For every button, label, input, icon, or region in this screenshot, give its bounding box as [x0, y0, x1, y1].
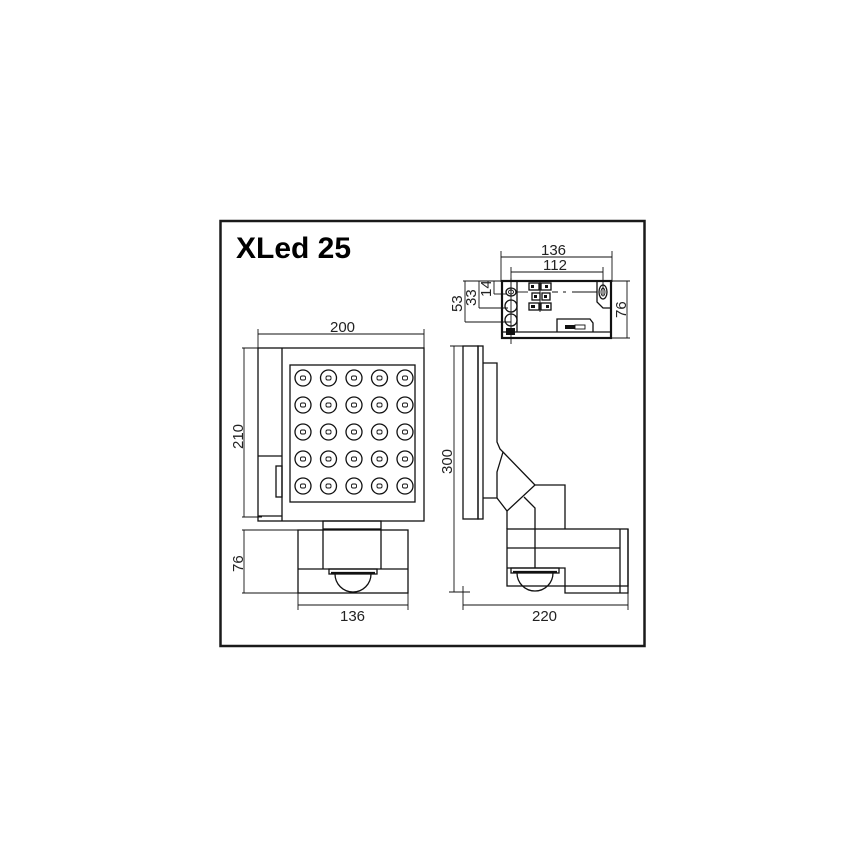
led-lens: [396, 369, 414, 387]
side-depth-label: 220: [532, 608, 557, 625]
bottom-height-label: 76: [230, 555, 247, 572]
product-title: XLed 25: [236, 232, 351, 265]
hole-spacing-label: 112: [543, 257, 567, 274]
led-lens: [396, 423, 414, 441]
led-lens: [370, 423, 389, 441]
dim-53-label: 53: [449, 295, 466, 312]
wall-plate-width-label: 136: [541, 242, 566, 259]
wall-plate-view: 136 112: [449, 242, 630, 344]
led-lens: [345, 423, 363, 441]
led-lens: [370, 369, 389, 387]
led-grid: [294, 369, 414, 495]
led-lens: [345, 450, 363, 468]
led-lens: [294, 477, 312, 495]
led-lens: [319, 369, 338, 387]
bottom-width-label: 136: [340, 608, 365, 625]
drawing-frame: [219, 219, 646, 648]
led-lens: [294, 369, 312, 387]
led-lens: [396, 477, 414, 495]
led-lens: [370, 477, 389, 495]
led-lens: [319, 477, 338, 495]
led-lens: [396, 450, 414, 468]
side-view: 300 220: [439, 345, 629, 625]
side-height-label: 300: [439, 449, 456, 474]
front-width-label: 200: [330, 319, 355, 336]
dim-33-label: 33: [463, 289, 480, 306]
led-lens: [345, 477, 363, 495]
led-lens: [294, 396, 312, 414]
dim-14-label: 14: [478, 280, 495, 297]
led-lens: [319, 450, 338, 468]
led-lens: [345, 369, 363, 387]
front-view: 200 210: [230, 319, 425, 530]
led-lens: [370, 450, 389, 468]
front-height-label: 210: [230, 424, 247, 449]
led-lens: [370, 396, 389, 414]
bottom-view: 76 136: [230, 529, 409, 625]
led-lens: [396, 396, 414, 414]
led-lens: [319, 396, 338, 414]
wall-plate-height-label: 76: [613, 301, 630, 318]
led-lens: [319, 423, 338, 441]
led-lens: [345, 396, 363, 414]
led-lens: [294, 423, 312, 441]
led-lens: [294, 450, 312, 468]
